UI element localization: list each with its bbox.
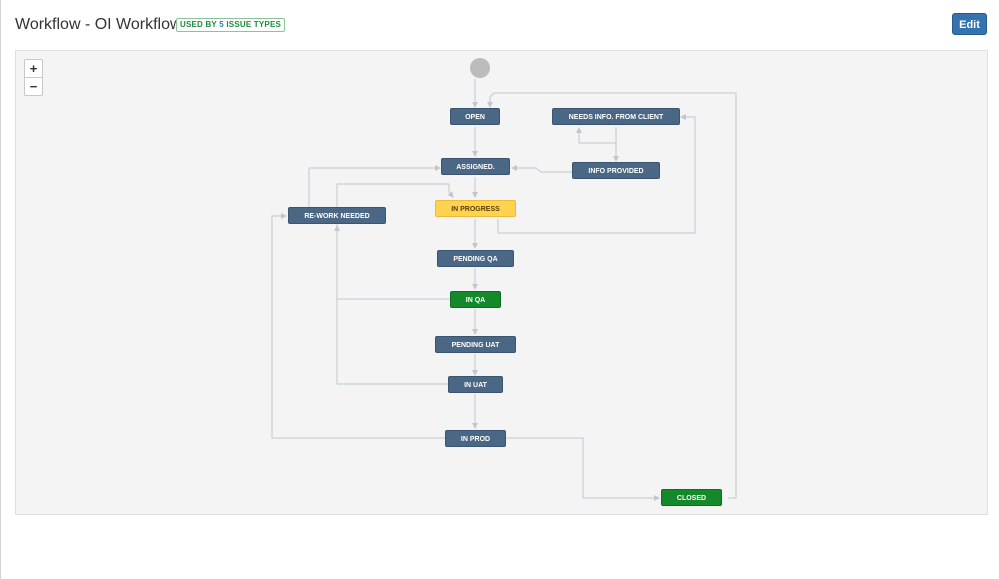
transition-lines	[271, 79, 737, 501]
edge-inqa-inprogress	[336, 183, 454, 300]
edge-inprogress-needsinfo	[497, 114, 696, 234]
status-open[interactable]: OPEN	[450, 108, 500, 125]
edge-closed-open	[487, 92, 737, 499]
badge-suffix: ISSUE TYPES	[226, 20, 282, 29]
status-pending-uat[interactable]: PENDING UAT	[435, 336, 516, 353]
page-title: Workflow - OI Workflow	[15, 16, 182, 33]
zoom-in-button[interactable]: +	[29, 61, 38, 76]
edit-button[interactable]: Edit	[952, 13, 987, 35]
status-needs-info-from-client[interactable]: NEEDS INFO. FROM CLIENT	[552, 108, 680, 125]
status-pending-qa[interactable]: PENDING QA	[437, 250, 514, 267]
edge-rework-assigned	[308, 165, 441, 216]
edge-inprod-rework	[271, 213, 445, 439]
used-by-badge[interactable]: USED BY 5 ISSUE TYPES	[176, 18, 286, 32]
edge-inuat-rework	[334, 225, 448, 385]
status-in-qa[interactable]: IN QA	[450, 291, 501, 308]
zoom-controls: + −	[24, 59, 43, 96]
status-assigned[interactable]: ASSIGNED.	[441, 158, 510, 175]
status-in-progress[interactable]: IN PROGRESS	[435, 200, 516, 217]
workflow-diagram-canvas[interactable]: + − OPEN NEEDS INFO. FROM CLIENT ASSIGNE…	[15, 50, 988, 515]
edge-inprod-closed	[505, 437, 660, 501]
status-info-provided[interactable]: INFO PROVIDED	[572, 162, 660, 179]
status-rework-needed[interactable]: RE-WORK NEEDED	[288, 207, 386, 224]
badge-count: 5	[219, 20, 224, 29]
edge-infoprovided-assigned	[511, 165, 572, 173]
start-node	[470, 58, 490, 78]
window-left-border	[0, 0, 1, 579]
zoom-out-button[interactable]: −	[25, 77, 42, 95]
badge-prefix: USED BY	[180, 20, 217, 29]
status-closed[interactable]: CLOSED	[661, 489, 722, 506]
status-in-prod[interactable]: IN PROD	[445, 430, 506, 447]
edge-infoprovided-needsinfo	[576, 127, 616, 144]
status-in-uat[interactable]: IN UAT	[448, 376, 503, 393]
